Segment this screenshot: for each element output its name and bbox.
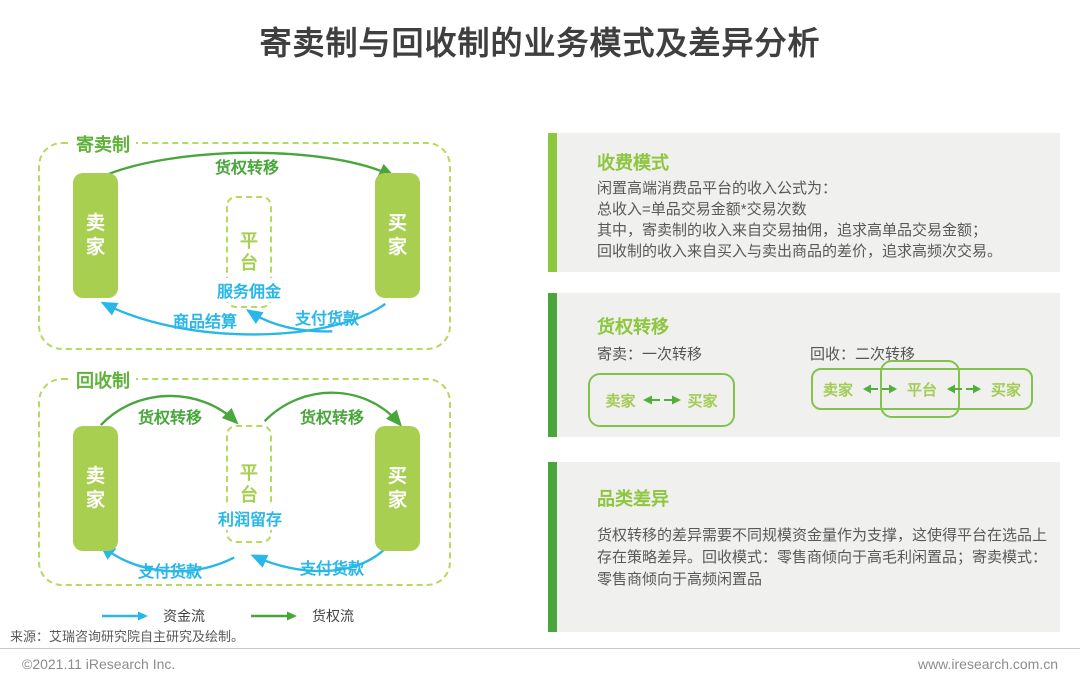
- goods-flow-arrow-right: [263, 391, 403, 427]
- money-flow-arrow: [100, 301, 386, 336]
- platform-label: 平台: [239, 462, 258, 506]
- fee-model-section: 收费模式 闲置高端消费品平台的收入公式为： 总收入=单品交易金额*交易次数 其中…: [548, 133, 1060, 272]
- website-url: www.iresearch.com.cn: [917, 656, 1058, 672]
- footer-divider: [0, 648, 1080, 649]
- recycle-chain-outer-frame: [811, 368, 1033, 410]
- ownership-transfer-right-label: 货权转移: [299, 410, 365, 427]
- category-difference-section: 品类差异 货权转移的差异需要不同规模资金量作为支撑，这使得平台在选品上存在策略差…: [548, 462, 1060, 632]
- service-commission-label: 服务佣金: [213, 278, 285, 302]
- copyright-text: ©2021.11 iResearch Inc.: [22, 656, 176, 672]
- section-accent-bar: [548, 462, 557, 632]
- consignment-diagram: 寄卖制 卖家 买家 平台 货权转移 服务佣金 商品结算 支付货款: [38, 131, 451, 350]
- chain-seller-label: 卖家: [823, 381, 854, 399]
- money-flow-arrow-left: [99, 543, 235, 573]
- seller-label: 卖家: [85, 465, 105, 511]
- ownership-transfer-label: 货权转移: [214, 160, 280, 177]
- seller-box: 卖家: [73, 173, 118, 298]
- consignment-arrows: [100, 151, 396, 336]
- buyer-box: 买家: [375, 173, 420, 298]
- section-title: 收费模式: [597, 153, 669, 173]
- payment-left-label: 支付货款: [137, 564, 203, 581]
- goods-flow-arrow-left: [99, 394, 239, 426]
- money-flow-arrow-icon: [102, 611, 148, 621]
- double-arrow-icon: [946, 384, 981, 394]
- goods-flow-label: 货权流: [312, 608, 354, 624]
- section-accent-bar: [548, 293, 557, 437]
- section-body: 闲置高端消费品平台的收入公式为： 总收入=单品交易金额*交易次数 其中，寄卖制的…: [597, 180, 1003, 260]
- consignment-transfer-label: 寄卖：一次转移: [597, 346, 703, 363]
- buyer-box: 买家: [375, 426, 420, 551]
- page-title: 寄卖制与回收制的业务模式及差异分析: [259, 25, 821, 61]
- chain-seller-label: 卖家: [605, 392, 636, 410]
- section-title: 货权转移: [597, 317, 669, 337]
- money-flow-label: 资金流: [163, 608, 205, 624]
- platform-box: 平台: [226, 196, 272, 308]
- goods-settlement-label: 商品结算: [172, 314, 238, 331]
- seller-label: 卖家: [85, 212, 105, 258]
- chain-platform-label: 平台: [906, 381, 937, 399]
- recycle-arrows: [99, 391, 403, 573]
- payment-right-label: 支付货款: [299, 561, 365, 578]
- recycle-diagram-label: 回收制: [70, 367, 136, 393]
- section-accent-bar: [548, 133, 557, 272]
- ownership-transfer-section: 货权转移 寄卖：一次转移 回收：二次转移 卖家 买家 卖家: [548, 293, 1060, 437]
- double-arrow-icon: [863, 384, 897, 394]
- buyer-label: 买家: [387, 212, 407, 258]
- goods-flow-arrow-icon: [251, 611, 297, 621]
- payment-label: 支付货款: [294, 311, 360, 328]
- consignment-diagram-label: 寄卖制: [70, 131, 136, 157]
- money-flow-arrow-right: [250, 547, 387, 573]
- source-note: 来源：艾瑞咨询研究院自主研究及绘制。: [10, 629, 245, 644]
- recycle-transfer-label: 回收：二次转移: [810, 346, 916, 363]
- buyer-label: 买家: [387, 465, 407, 511]
- chain-buyer-label: 买家: [990, 381, 1021, 399]
- section-body: 货权转移的差异需要不同规模资金量作为支撑，这使得平台在选品上存在策略差异。回收模…: [597, 527, 1048, 588]
- ownership-transfer-left-label: 货权转移: [137, 410, 203, 427]
- recycle-chain-box: 卖家 平台 买家: [811, 360, 1033, 418]
- recycle-diagram: 回收制 卖家 买家 平台 货权转移 货权转移 利润留存 支付货款 支付货款: [38, 367, 451, 586]
- profit-retention-label: 利润留存: [214, 506, 286, 530]
- goods-flow-arrow: [100, 151, 396, 179]
- consignment-chain-box: 卖家 买家: [588, 373, 735, 427]
- section-title: 品类差异: [597, 489, 669, 509]
- double-arrow-icon: [642, 395, 681, 405]
- platform-box: 平台: [226, 425, 272, 543]
- flow-legend: 资金流 货权流: [100, 606, 354, 626]
- commission-branch-arrow: [245, 309, 333, 333]
- seller-box: 卖家: [73, 426, 118, 551]
- platform-label: 平台: [239, 230, 258, 274]
- chain-buyer-label: 买家: [687, 392, 718, 410]
